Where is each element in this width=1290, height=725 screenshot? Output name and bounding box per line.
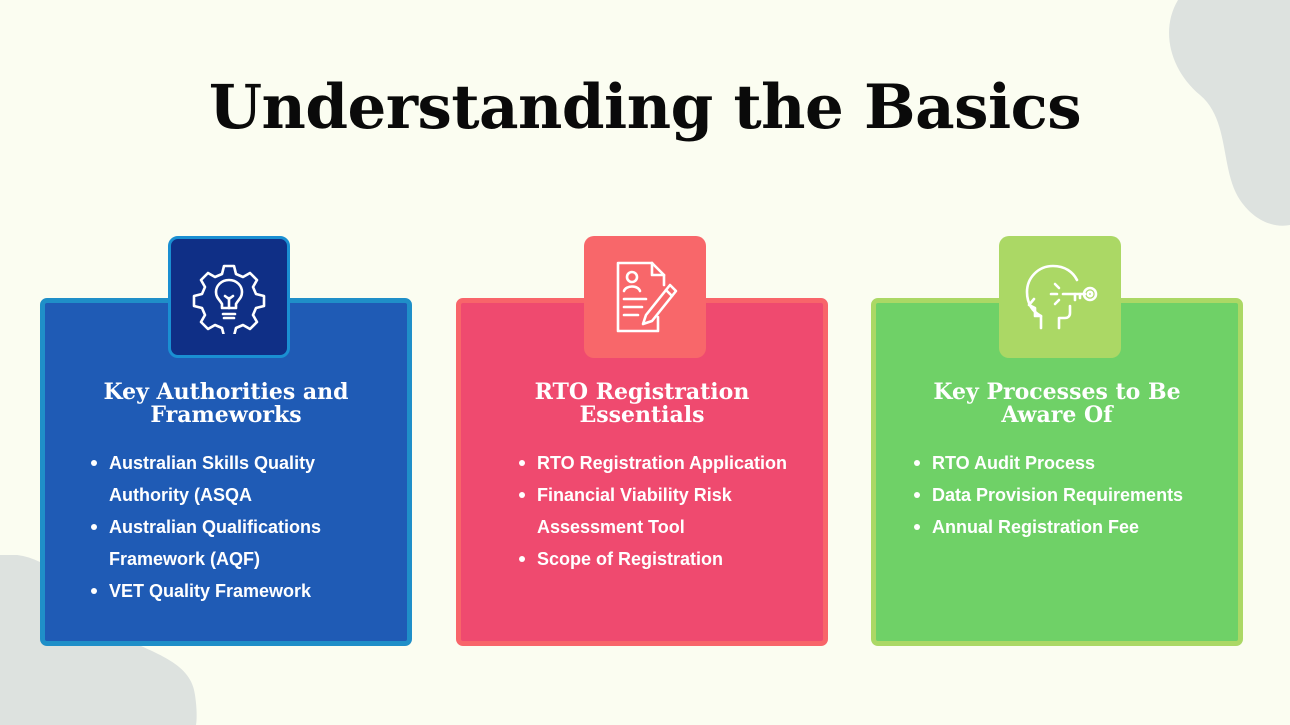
card-list: RTO Audit Process Data Provision Require… xyxy=(914,447,1218,543)
lightbulb-gear-icon xyxy=(168,236,290,358)
head-key-icon xyxy=(999,236,1121,358)
list-item: Data Provision Requirements xyxy=(914,479,1218,511)
card-list: Australian Skills Quality Authority (ASQ… xyxy=(91,447,367,607)
card-list: RTO Registration Application Financial V… xyxy=(519,447,803,575)
card-title: Key Processes to Be Aware Of xyxy=(933,379,1181,428)
document-pen-icon xyxy=(584,236,706,358)
list-item: VET Quality Framework xyxy=(91,575,367,607)
decorative-blob-top-right xyxy=(1169,0,1290,226)
list-item: Financial Viability Risk Assessment Tool xyxy=(519,479,803,543)
list-item: RTO Registration Application xyxy=(519,447,803,479)
page-title: Understanding the Basics xyxy=(208,72,1082,143)
card-title: Key Authorities and Frameworks xyxy=(103,379,349,428)
list-item: RTO Audit Process xyxy=(914,447,1218,479)
list-item: Scope of Registration xyxy=(519,543,803,575)
card-title: RTO Registration Essentials xyxy=(534,379,750,428)
list-item: Australian Skills Quality Authority (ASQ… xyxy=(91,447,367,511)
list-item: Annual Registration Fee xyxy=(914,511,1218,543)
list-item: Australian Qualifications Framework (AQF… xyxy=(91,511,367,575)
